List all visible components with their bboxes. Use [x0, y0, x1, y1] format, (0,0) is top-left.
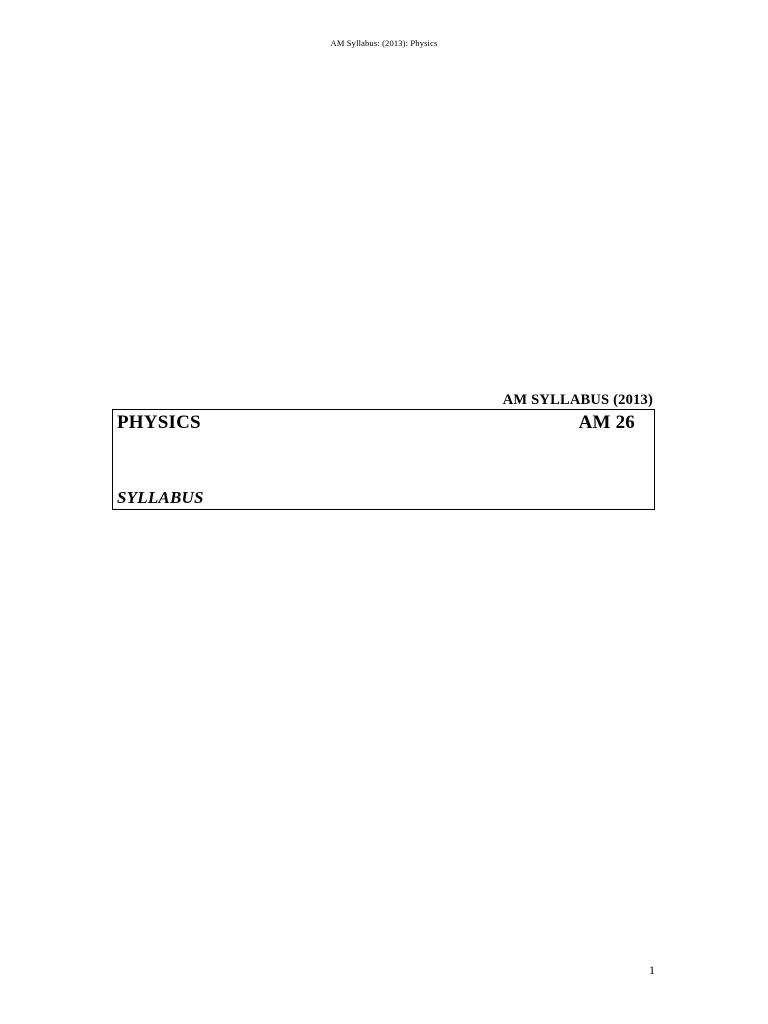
- title-box: PHYSICS AM 26 SYLLABUS: [112, 409, 655, 510]
- subject-code: AM 26: [578, 412, 635, 433]
- running-header: AM Syllabus: (2013): Physics: [330, 38, 438, 48]
- syllabus-series-line: AM SYLLABUS (2013): [502, 392, 653, 408]
- page-number: 1: [649, 963, 655, 977]
- title-block: AM SYLLABUS (2013) PHYSICS AM 26 SYLLABU…: [112, 391, 655, 510]
- title-row: PHYSICS AM 26: [113, 411, 654, 435]
- document-type-label: SYLLABUS: [117, 488, 204, 507]
- subject-name: PHYSICS: [117, 412, 201, 433]
